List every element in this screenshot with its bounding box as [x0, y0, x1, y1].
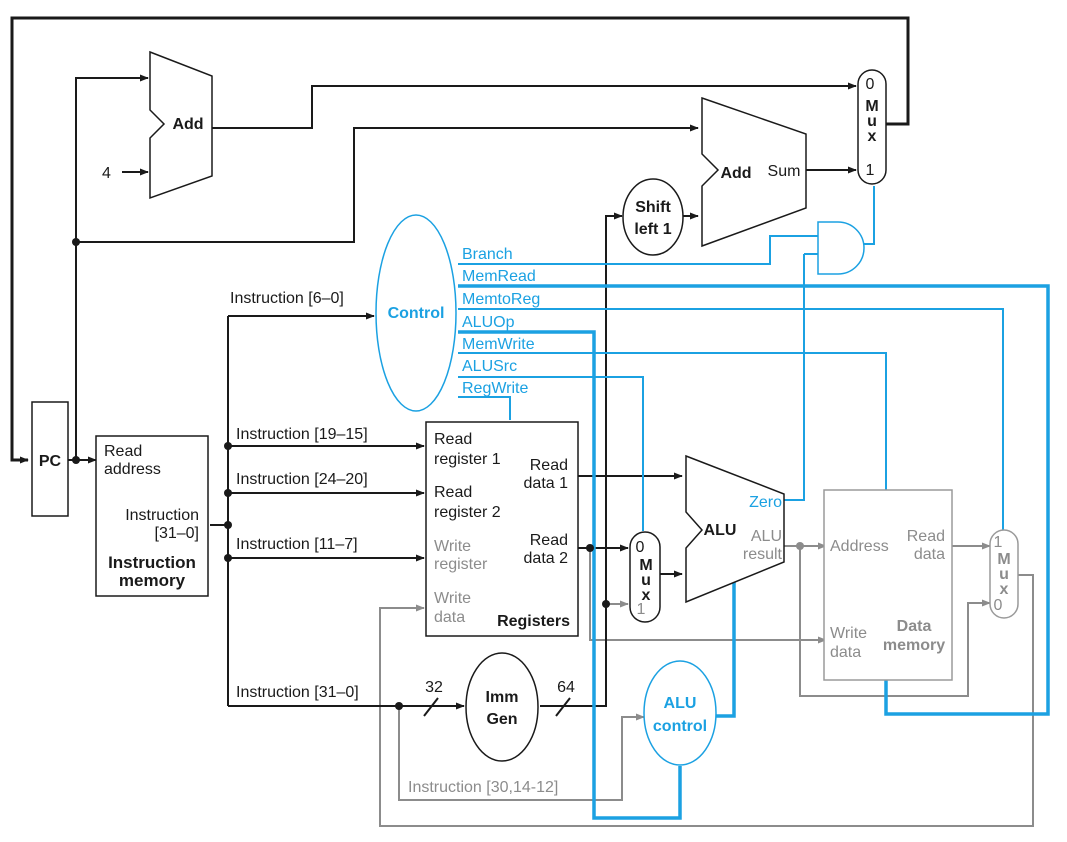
imem-read-address-label-line2: address [104, 461, 161, 478]
pc-mux-letter-m: M [865, 98, 878, 115]
signal-alusrc-label: ALUSrc [462, 358, 517, 375]
instruction-rd-label: Instruction [11–7] [236, 536, 358, 553]
shift-left-unit: Shift left 1 [622, 178, 684, 256]
instruction-rs2-label: Instruction [24–20] [236, 471, 368, 488]
alu-result-label-line1: ALU [751, 528, 782, 545]
control-unit: Control [375, 214, 457, 412]
alusrc-mux-letter-u: u [641, 572, 651, 589]
datapath-wires [10, 16, 910, 717]
junction-dots [72, 238, 804, 710]
imem-instruction-output-label-line2: [31–0] [155, 525, 199, 542]
alusrc-mux-input-0-label: 0 [636, 539, 645, 556]
signal-memread-label: MemRead [462, 268, 536, 285]
pc-mux: 0 M u x 1 [857, 69, 887, 185]
branch-adder-label: Add [720, 165, 751, 182]
reg-read-data-1-label-line2: data 1 [524, 475, 569, 492]
memtoreg-mux-letter-x: x [1000, 581, 1009, 598]
imem-title-line1: Instruction [108, 553, 196, 572]
shift-left-label-line1: Shift [635, 199, 671, 216]
imm-gen-output-width-label: 64 [557, 679, 575, 696]
memtoreg-mux-letter-u: u [999, 566, 1009, 583]
reg-read-register-2-label-line1: Read [434, 484, 472, 501]
dmem-address-label: Address [830, 538, 889, 555]
memtoreg-mux-input-1-label: 1 [994, 534, 1003, 551]
signal-branch-label: Branch [462, 246, 513, 263]
memtoreg-mux: 1 M u x 0 [989, 529, 1019, 619]
instruction-field-labels: Instruction [6–0] Instruction [19–15] In… [230, 290, 558, 796]
pc-label: PC [39, 453, 62, 470]
alu-control-label-line1: ALU [664, 695, 697, 712]
reg-read-data-2-label-line1: Read [530, 532, 568, 549]
instruction-funct-label: Instruction [30,14-12] [408, 779, 558, 796]
shift-left-label-line2: left 1 [634, 221, 671, 238]
alusrc-mux: 0 M u x 1 [629, 531, 661, 623]
inactive-wires [379, 542, 1034, 827]
alusrc-mux-letter-m: M [639, 557, 652, 574]
instruction-imm-label: Instruction [31–0] [236, 684, 359, 701]
branch-adder-sum-label: Sum [768, 163, 801, 180]
dmem-write-data-label-line1: Write [830, 625, 867, 642]
pc-mux-input-1-label: 1 [866, 162, 875, 179]
reg-write-register-label-line2: register [434, 556, 488, 573]
signal-memtoreg-label: MemtoReg [462, 291, 540, 308]
control-signal-labels: Branch MemRead MemtoReg ALUOp MemWrite A… [462, 246, 540, 397]
memtoreg-mux-input-0-label: 0 [994, 597, 1003, 614]
pc-mux-input-0-label: 0 [866, 76, 875, 93]
control-wires [458, 186, 1050, 820]
alu-result-label-line2: result [743, 546, 783, 563]
alusrc-mux-letter-x: x [642, 587, 651, 604]
alu-control-label-line2: control [653, 718, 707, 735]
reg-read-register-1-label-line2: register 1 [434, 451, 501, 468]
alu-unit: ALU Zero ALU result [685, 454, 785, 604]
alu-zero-label: Zero [749, 494, 782, 511]
dmem-title-line1: Data [897, 618, 932, 635]
imm-gen-label-line1: Imm [486, 689, 519, 706]
register-file-title: Registers [497, 613, 570, 630]
reg-write-register-label-line1: Write [434, 538, 471, 555]
imm-gen-input-width-label: 32 [425, 679, 443, 696]
imm-gen-label-line2: Gen [486, 711, 517, 728]
instruction-memory: Read address Instruction [31–0] Instruct… [95, 435, 209, 597]
alu-label: ALU [704, 522, 737, 539]
pc-adder: Add [149, 50, 213, 200]
dmem-read-data-label-line1: Read [907, 528, 945, 545]
imem-read-address-label-line1: Read [104, 443, 142, 460]
branch-and-gate [817, 221, 865, 275]
alu-control-unit: ALU control [643, 660, 717, 766]
branch-adder: Add Sum [701, 96, 807, 248]
reg-read-data-2-label-line2: data 2 [524, 550, 569, 567]
dmem-write-data-label-line2: data [830, 644, 861, 661]
reg-read-data-1-label-line1: Read [530, 457, 568, 474]
reg-write-data-label-line1: Write [434, 590, 471, 607]
dmem-read-data-label-line2: data [914, 546, 945, 563]
memtoreg-mux-letter-m: M [997, 551, 1010, 568]
imem-title-line2: memory [119, 571, 186, 590]
alusrc-mux-input-1-label: 1 [637, 601, 646, 618]
dmem-title-line2: memory [883, 637, 945, 654]
constant-four-label: 4 [102, 165, 111, 182]
pc-mux-letter-x: x [868, 128, 877, 145]
reg-read-register-1-label-line1: Read [434, 431, 472, 448]
imem-instruction-output-label-line1: Instruction [125, 507, 199, 524]
reg-write-data-label-line2: data [434, 609, 465, 626]
imm-gen-unit: Imm Gen 32 64 [425, 652, 575, 762]
signal-regwrite-label: RegWrite [462, 380, 528, 397]
data-memory: Address Read data Write data Data memory [823, 489, 953, 681]
instruction-opcode-label: Instruction [6–0] [230, 290, 344, 307]
pc-adder-label: Add [172, 116, 203, 133]
reg-read-register-2-label-line2: register 2 [434, 504, 501, 521]
instruction-rs1-label: Instruction [19–15] [236, 426, 368, 443]
control-unit-label: Control [388, 305, 445, 322]
signal-memwrite-label: MemWrite [462, 336, 535, 353]
signal-aluop-label: ALUOp [462, 314, 515, 331]
pc-register: PC [31, 401, 69, 517]
pc-mux-letter-u: u [867, 113, 877, 130]
register-file: Read register 1 Read register 2 Write re… [425, 421, 579, 637]
